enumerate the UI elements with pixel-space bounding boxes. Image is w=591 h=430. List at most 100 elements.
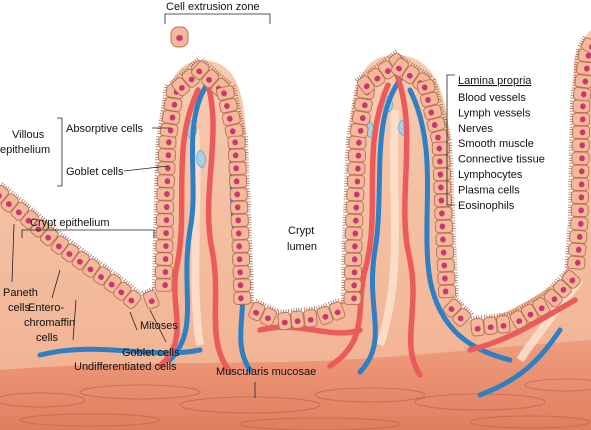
epithelial-cell: [0, 190, 22, 213]
epithelial-cell: [530, 294, 550, 317]
epithelial-cell: [569, 125, 590, 140]
epithelial-cell: [39, 224, 61, 247]
epithelial-cell: [248, 298, 267, 322]
label-entero: Entero-: [28, 302, 64, 314]
epithelial-cell: [419, 91, 442, 108]
epithelial-cell: [390, 54, 411, 77]
epithelial-cell: [345, 148, 366, 163]
epithelial-cell: [231, 239, 253, 254]
epithelial-cell: [232, 265, 254, 279]
epithelial-cell: [570, 86, 591, 102]
epithelial-cell: [342, 213, 364, 228]
epithelial-cell: [155, 135, 177, 150]
epithelial-cell: [429, 129, 452, 146]
epithelial-cell: [345, 135, 367, 150]
labels: Cell extrusion zone Villous epithelium A…: [0, 1, 545, 378]
epithelial-cell: [443, 296, 465, 318]
epithelial-cell: [228, 161, 250, 176]
epithelial-cell: [328, 298, 346, 321]
epithelial-cell: [20, 207, 42, 230]
epithelial-cell: [571, 74, 591, 89]
epithelial-cell: [277, 309, 292, 331]
epithelial-cell: [154, 174, 175, 189]
epithelial-cell: [436, 245, 457, 260]
epithelial-cells: [0, 35, 591, 337]
epithelial-cell: [569, 99, 591, 114]
epithelial-cell: [229, 187, 251, 202]
epithelial-cell: [565, 242, 587, 257]
epithelial-cell: [416, 78, 439, 95]
epithelial-cell: [567, 216, 589, 231]
muscularis-mucosae-band: [0, 340, 591, 430]
epithelial-cell: [508, 307, 528, 330]
epithelial-cell: [341, 239, 363, 254]
label-crypt-epithelium: Crypt epithelium: [30, 217, 109, 229]
epithelial-cell: [351, 97, 373, 113]
label-crypt: Crypt: [288, 225, 314, 237]
epithelial-cell: [344, 161, 366, 176]
epithelial-cell: [496, 312, 511, 334]
epithelial-cell: [550, 276, 572, 299]
epithelial-cell: [260, 304, 279, 327]
lamina-propria-item: Lymph vessels: [458, 107, 531, 119]
epithelial-cell: [113, 278, 134, 301]
label-goblet-cells-villus: Goblet cells: [66, 166, 124, 178]
epithelial-cell: [435, 232, 457, 247]
label-undifferentiated-cells: Undifferentiated cells: [74, 361, 177, 373]
epithelial-cell: [50, 232, 71, 255]
lamina-propria-item: Blood vessels: [458, 92, 526, 104]
epithelial-cell: [431, 141, 453, 156]
epithelial-cell: [123, 287, 144, 309]
epithelial-cell: [344, 174, 365, 189]
epithelial-cell: [92, 263, 113, 286]
epithelial-cell: [303, 306, 318, 328]
extruded-cell: [170, 26, 189, 48]
lamina-propria-item: Nerves: [458, 123, 493, 135]
epithelial-cell: [169, 74, 191, 97]
epithelial-cell: [153, 187, 175, 201]
epithelial-cell: [190, 58, 212, 80]
epithelial-cell: [568, 177, 590, 192]
epithelial-cell: [227, 135, 249, 150]
lamina-propria-item: Smooth muscle: [458, 138, 534, 150]
epithelial-cell: [216, 85, 238, 101]
epithelial-cell: [290, 307, 305, 329]
epithelial-cell: [573, 61, 591, 76]
epithelial-cell: [569, 112, 591, 127]
epithelial-cell: [230, 200, 251, 215]
epithelial-cell: [349, 110, 371, 126]
epithelial-cell: [154, 161, 176, 176]
epithelial-cell: [470, 315, 485, 337]
epithelial-cell: [152, 265, 173, 279]
label-paneth: Paneth: [3, 287, 38, 299]
label-villous: Villous: [12, 129, 45, 141]
epithelial-cell: [218, 97, 241, 114]
epithelial-cell: [233, 291, 255, 305]
label-chromaffin: chromaffin: [24, 317, 75, 329]
epithelial-cell: [228, 148, 249, 163]
muscle-fibers: [0, 378, 591, 430]
epithelial-cell: [343, 200, 364, 215]
label-lumen: lumen: [287, 241, 317, 253]
epithelial-cell: [151, 278, 173, 292]
epithelial-cell: [376, 57, 397, 80]
epithelial-cell: [437, 271, 459, 286]
label-mitoses: Mitoses: [140, 320, 178, 332]
epithelial-cell: [231, 226, 252, 241]
epithelial-cell: [153, 213, 174, 227]
arteries: [157, 67, 578, 378]
epithelial-cell: [541, 286, 563, 308]
epithelial-cell: [568, 203, 589, 218]
epithelial-cell: [0, 182, 12, 205]
epithelial-cell: [232, 252, 253, 267]
epithelial-cell: [434, 206, 456, 221]
epithelial-cell: [401, 62, 422, 85]
epithelial-cell: [365, 64, 386, 87]
epithelial-cell: [452, 305, 474, 327]
lamina-propria-item: Connective tissue: [458, 154, 545, 166]
epithelial-cell: [155, 148, 176, 163]
epithelial-cell: [152, 239, 174, 253]
epithelial-cell: [343, 187, 365, 202]
